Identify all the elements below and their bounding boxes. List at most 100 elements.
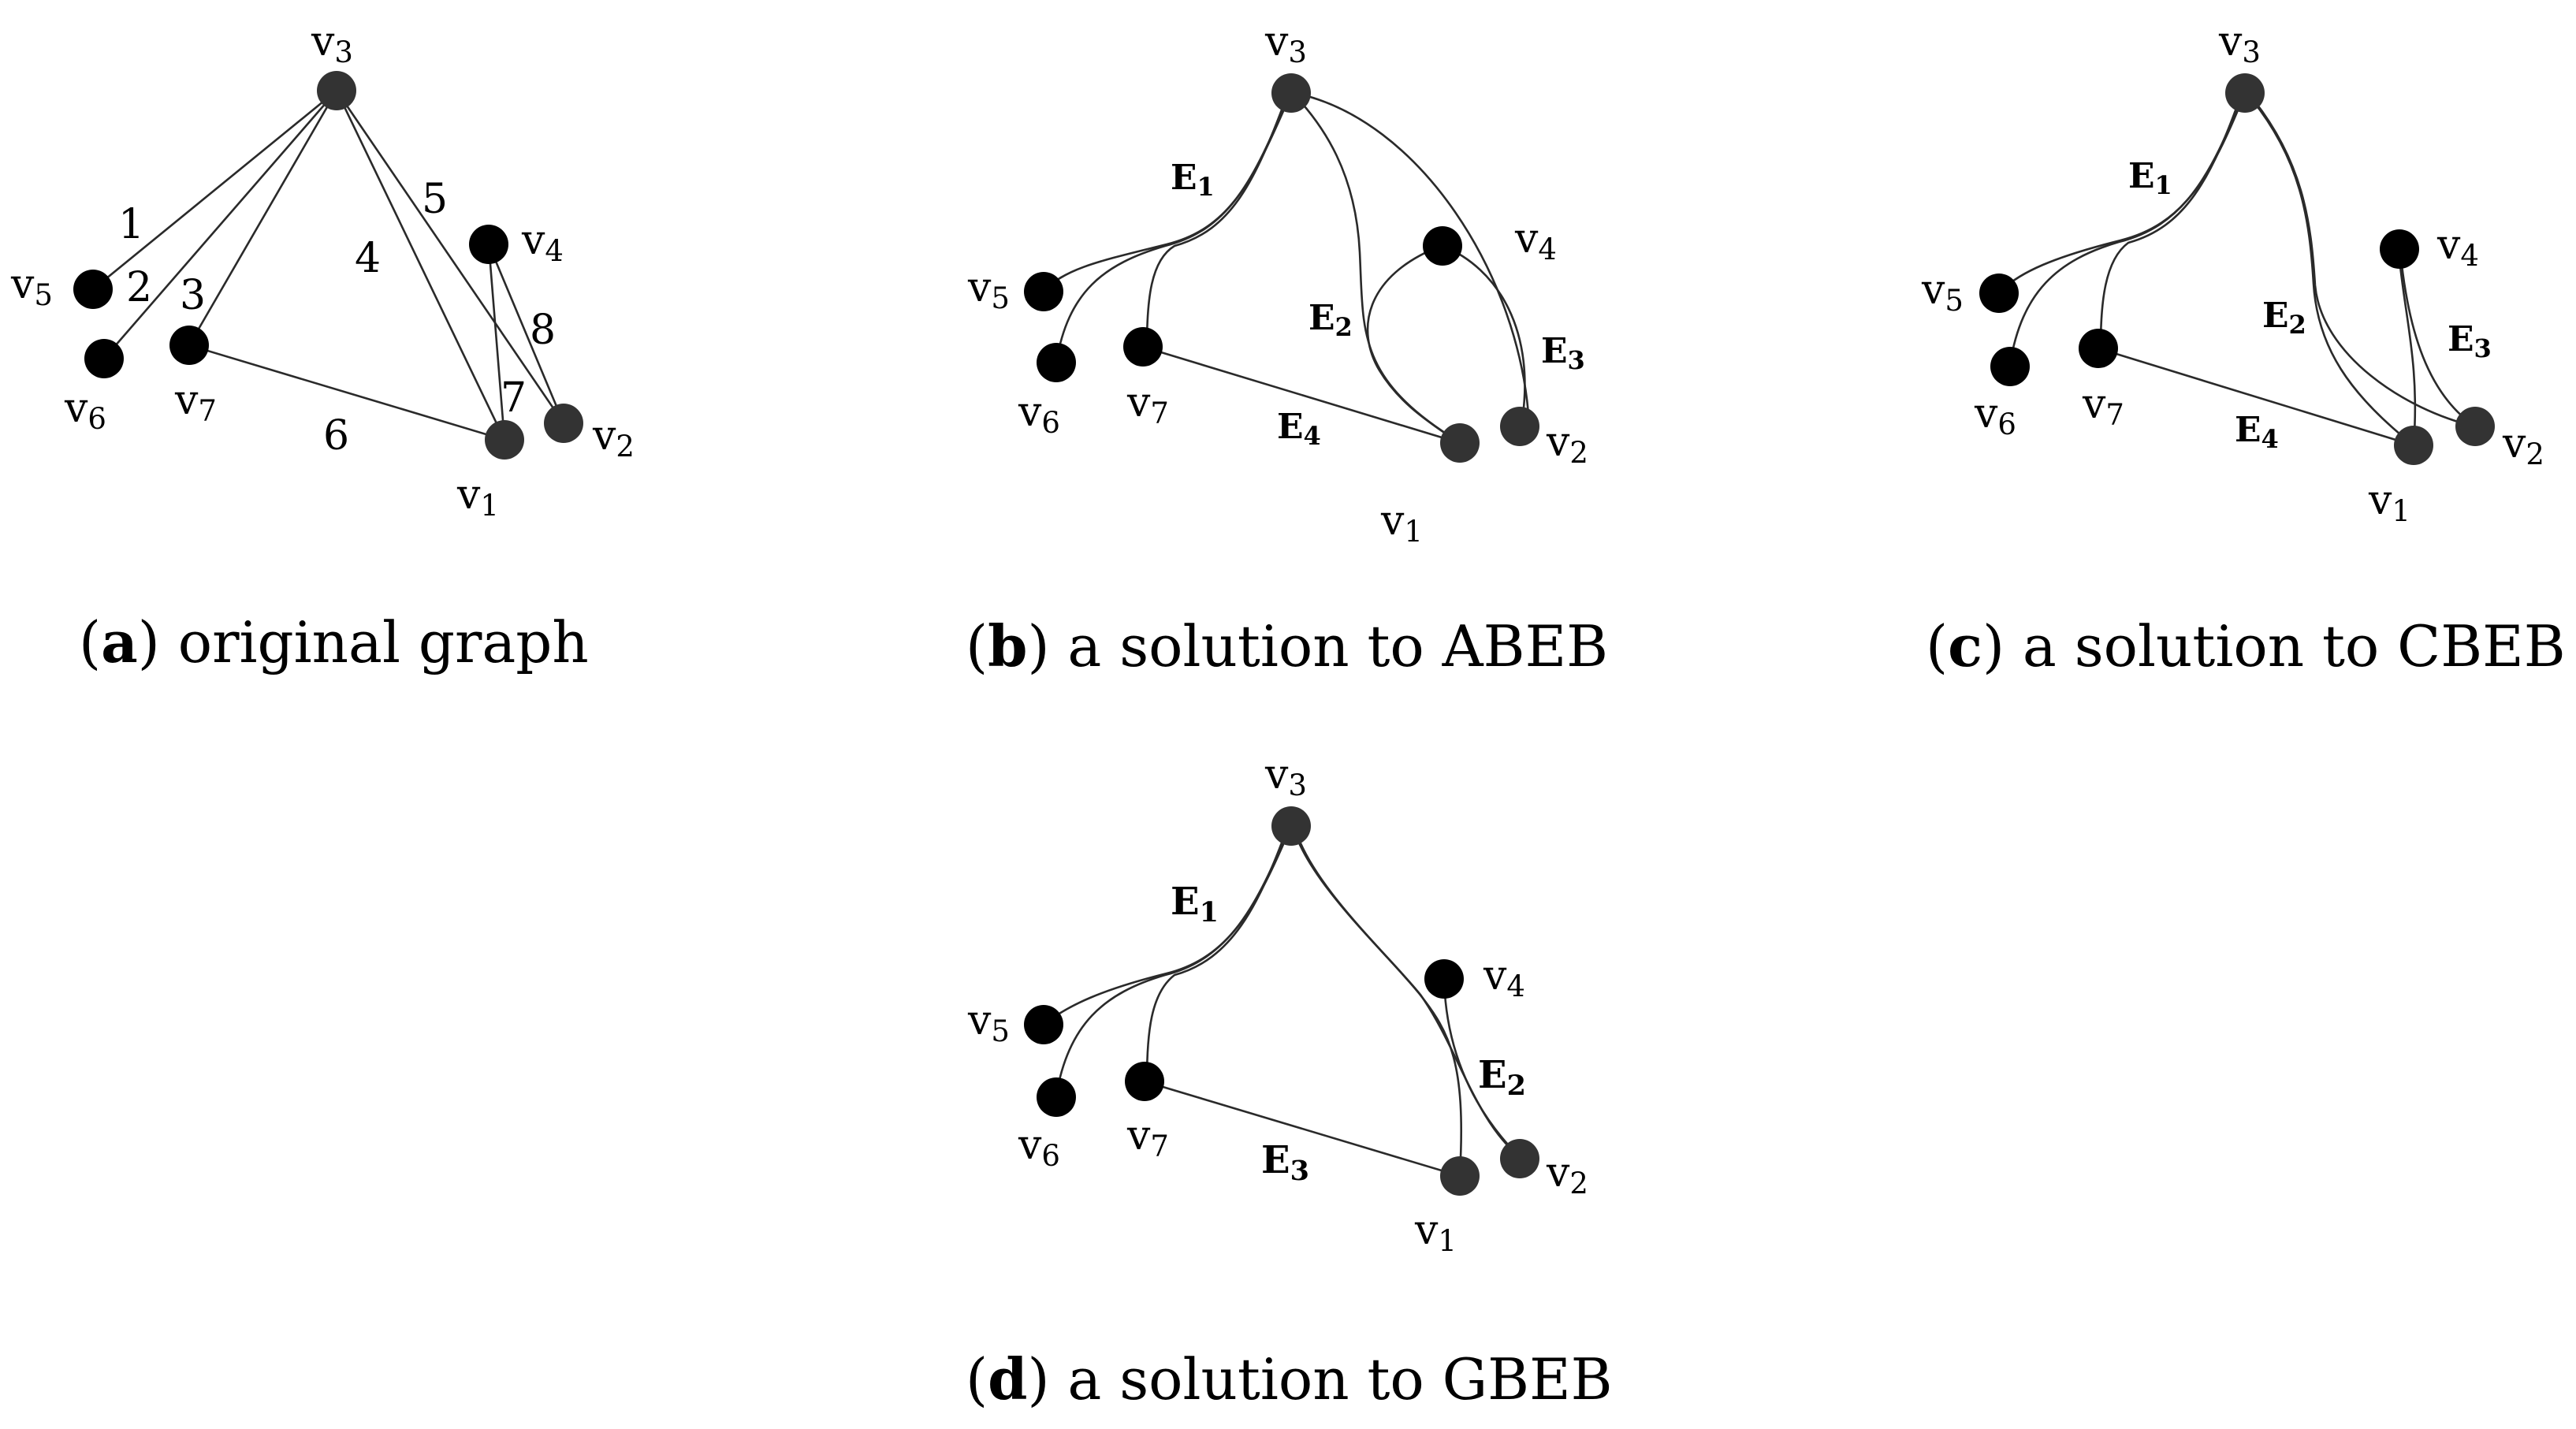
node-v5 xyxy=(73,270,113,309)
label-v4: v4 xyxy=(1483,952,1525,1003)
panel-b-nodes xyxy=(1024,73,1539,463)
caption-c: (c) a solution to CBEB xyxy=(1926,612,2566,679)
label-v5: v5 xyxy=(1921,266,1964,318)
bundle-e1-v5 xyxy=(1043,92,1293,292)
panel-a-edge-labels: 1 2 3 4 5 6 7 8 xyxy=(118,176,556,460)
edge-8 xyxy=(487,244,565,424)
node-v3 xyxy=(2225,73,2265,113)
bundle-e2-b xyxy=(2247,92,2476,428)
node-v3 xyxy=(1271,806,1311,846)
label-v6: v6 xyxy=(1018,389,1060,440)
node-v1 xyxy=(2394,426,2433,465)
edge-label-3: 3 xyxy=(180,272,206,319)
bundle-label-e3: E3 xyxy=(1541,331,1585,375)
label-v7: v7 xyxy=(1126,379,1169,430)
label-v2: v2 xyxy=(1546,1149,1588,1200)
label-v1: v1 xyxy=(456,471,499,523)
panel-a: v3 v4 v5 v6 v7 v1 v2 1 2 3 4 5 6 7 8 (a)… xyxy=(10,18,635,675)
node-v7 xyxy=(1125,1062,1164,1101)
label-v2: v2 xyxy=(2502,420,2544,471)
label-v4: v4 xyxy=(521,217,564,268)
edge-6 xyxy=(188,344,505,441)
node-v2 xyxy=(2455,407,2495,446)
node-v1 xyxy=(1440,1156,1480,1196)
bundle-e2-a xyxy=(2246,92,2414,447)
node-v5 xyxy=(1979,274,2019,313)
label-v1: v1 xyxy=(1380,497,1423,549)
label-v2: v2 xyxy=(592,412,635,463)
bundle-e1-v5 xyxy=(1998,92,2247,294)
bundle-label-e2: E2 xyxy=(2262,296,2306,340)
panel-d: v3 v4 v5 v6 v7 v1 v2 E1 E2 E3 (d) a solu… xyxy=(966,751,1613,1412)
node-v6 xyxy=(84,339,124,378)
label-v6: v6 xyxy=(1018,1122,1060,1173)
node-v4 xyxy=(1424,959,1464,999)
bundle-e1-v7 xyxy=(1145,92,1290,348)
label-v5: v5 xyxy=(967,264,1010,315)
bundle-label-e4: E4 xyxy=(2235,410,2279,454)
label-v6: v6 xyxy=(64,385,106,436)
bundle-label-e2: E2 xyxy=(1478,1053,1526,1102)
panel-d-nodes xyxy=(1024,806,1539,1196)
bundle-e1-v7 xyxy=(1145,825,1290,1082)
panel-d-node-labels: v3 v4 v5 v6 v7 v1 v2 xyxy=(967,751,1588,1258)
edge-5 xyxy=(335,90,565,424)
label-v3: v3 xyxy=(1264,18,1307,69)
node-v5 xyxy=(1024,1005,1063,1044)
bundle-e2-b xyxy=(1366,244,1459,444)
panel-b-node-labels: v3 v4 v5 v6 v7 v1 v2 xyxy=(967,18,1588,549)
bundle-label-e2: E2 xyxy=(1308,298,1353,342)
bundle-label-e1: E1 xyxy=(1171,880,1219,928)
node-v1 xyxy=(1440,423,1480,463)
node-v6 xyxy=(1037,343,1076,382)
node-v7 xyxy=(2079,329,2118,368)
caption-d: (d) a solution to GBEB xyxy=(966,1345,1613,1412)
bundle-e3-b xyxy=(1442,244,1526,426)
bundle-e3-a xyxy=(2397,250,2417,446)
caption-a: (a) original graph xyxy=(79,608,589,675)
label-v5: v5 xyxy=(10,261,53,312)
panel-b-bundle-labels: E1 E2 E3 E4 xyxy=(1171,158,1585,451)
node-v5 xyxy=(1024,272,1063,311)
caption-d-letter: d xyxy=(988,1345,1027,1412)
bundle-e1-v7 xyxy=(2099,92,2243,348)
node-v6 xyxy=(1990,347,2030,386)
panel-a-nodes xyxy=(73,71,583,460)
caption-b-letter: b xyxy=(988,612,1027,679)
bundle-e1-v6 xyxy=(1055,825,1291,1096)
edge-label-6: 6 xyxy=(323,412,349,460)
caption-b-text: a solution to ABEB xyxy=(1067,613,1608,679)
panel-a-edges xyxy=(92,89,565,441)
node-v3 xyxy=(1271,73,1311,113)
edge-2 xyxy=(103,90,337,359)
caption-a-letter: a xyxy=(101,608,138,675)
panel-c-node-labels: v3 v4 v5 v6 v7 v1 v2 xyxy=(1921,18,2544,528)
bundle-e2-v1 xyxy=(1291,825,1463,1175)
edge-label-5: 5 xyxy=(422,176,448,223)
panel-c-bundle-labels: E1 E2 E3 E4 xyxy=(2128,156,2492,454)
bundle-e4 xyxy=(1142,345,1461,445)
label-v1: v1 xyxy=(1414,1207,1457,1258)
label-v6: v6 xyxy=(1974,390,2016,441)
bundle-e1-v6 xyxy=(1055,92,1291,363)
edge-1 xyxy=(92,89,337,291)
label-v3: v3 xyxy=(2218,18,2261,69)
edge-label-1: 1 xyxy=(118,201,144,248)
caption-c-text: a solution to CBEB xyxy=(2023,613,2566,679)
node-v7 xyxy=(1123,327,1163,367)
bundle-e3-b xyxy=(2399,250,2476,428)
node-v2 xyxy=(1500,407,1539,446)
label-v5: v5 xyxy=(967,997,1010,1048)
bundle-e1-v5 xyxy=(1043,825,1293,1026)
panel-d-bundle-labels: E1 E2 E3 xyxy=(1171,880,1526,1187)
node-v2 xyxy=(1500,1139,1539,1178)
node-v6 xyxy=(1037,1077,1076,1117)
panel-a-node-labels: v3 v4 v5 v6 v7 v1 v2 xyxy=(10,18,635,523)
edge-3 xyxy=(188,90,338,346)
node-v4 xyxy=(2380,229,2419,269)
label-v7: v7 xyxy=(2082,381,2124,432)
edge-label-4: 4 xyxy=(355,235,381,282)
panel-c-nodes xyxy=(1979,73,2495,465)
node-v2 xyxy=(544,404,583,443)
caption-d-text: a solution to GBEB xyxy=(1067,1346,1612,1412)
